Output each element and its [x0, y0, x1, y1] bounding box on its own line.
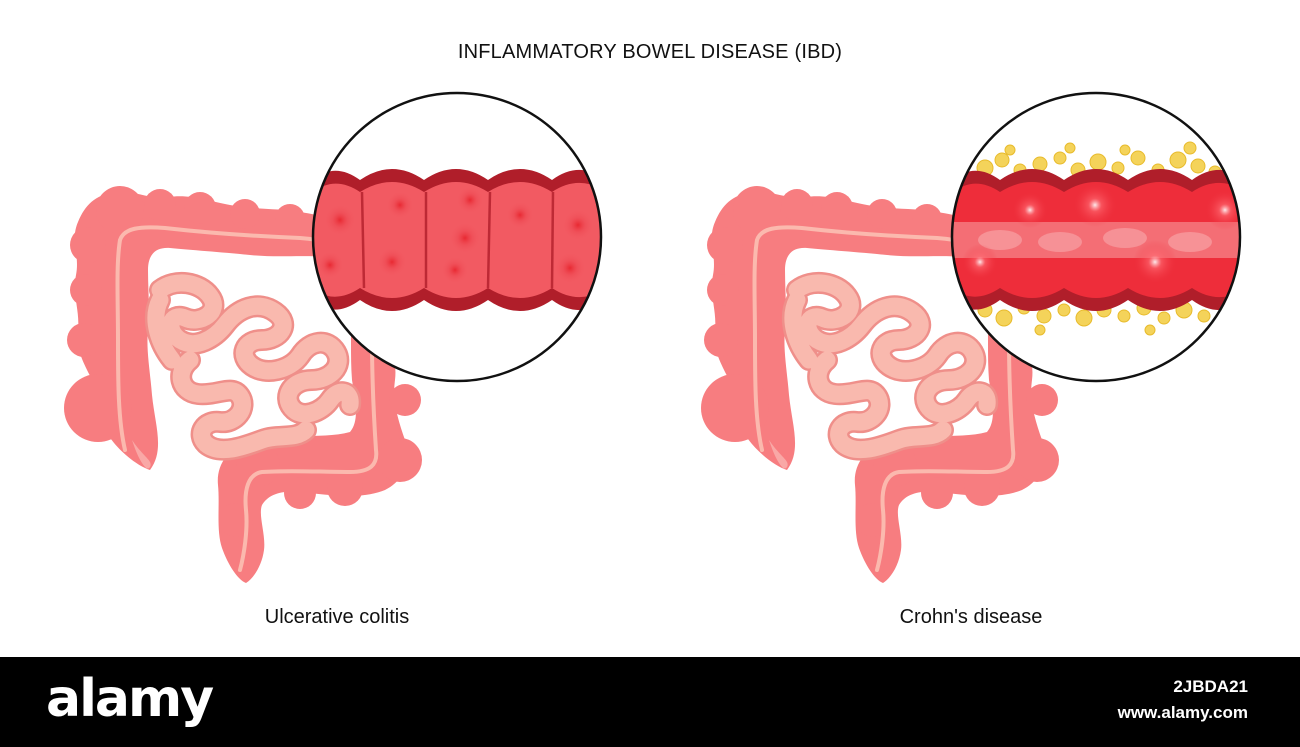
brand-logo: alamy: [46, 669, 214, 729]
zoom-circle-left: [311, 91, 603, 383]
page-title: INFLAMMATORY BOWEL DISEASE (IBD): [457, 41, 843, 63]
image-id: 2JBDA21: [1173, 677, 1248, 696]
caption-crohns-disease: Crohn's disease: [899, 606, 1043, 628]
caption-ulcerative-colitis: Ulcerative colitis: [264, 606, 410, 628]
zoom-circle-right: [950, 91, 1242, 383]
footer-bar: alamy 2JBDA21 www.alamy.com: [0, 657, 1300, 747]
site-url: www.alamy.com: [1117, 703, 1248, 722]
illustration: [62, 91, 1242, 585]
